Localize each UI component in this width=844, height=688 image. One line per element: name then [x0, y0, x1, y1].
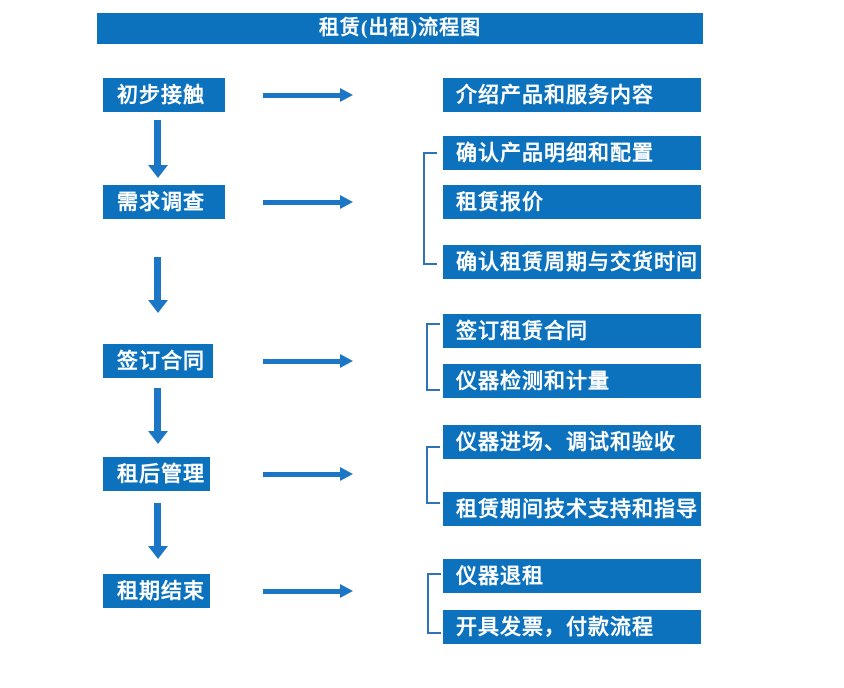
step-box-sign-contract: 签订合同	[103, 344, 213, 378]
right-arrow-shaft	[263, 200, 340, 205]
step-box-post-rental: 租后管理	[103, 457, 210, 491]
detail-box-tech-support: 租赁期间技术支持和指导	[443, 492, 701, 526]
right-arrow-2	[263, 195, 353, 209]
right-arrow-3	[263, 354, 353, 368]
detail-box-instrument-setup: 仪器进场、调试和验收	[443, 425, 701, 459]
detail-box-rental-quote: 租赁报价	[443, 185, 701, 219]
right-arrow-1	[263, 88, 353, 102]
down-arrow-head	[148, 431, 168, 444]
right-arrow-head	[340, 195, 353, 209]
right-arrow-head	[340, 354, 353, 368]
down-arrow-shaft	[154, 120, 161, 166]
bracket-group-3	[426, 323, 440, 391]
down-arrow-shaft	[154, 257, 161, 301]
down-arrow-head	[148, 546, 168, 559]
bracket-group-2	[423, 152, 437, 265]
right-arrow-shaft	[263, 589, 340, 594]
detail-box-intro-products: 介绍产品和服务内容	[443, 78, 701, 112]
right-arrow-head	[340, 584, 353, 598]
step-box-initial-contact: 初步接触	[103, 78, 225, 112]
bracket-group-4	[426, 446, 440, 504]
flowchart-title: 租赁(出租)流程图	[97, 13, 703, 44]
step-box-rental-end: 租期结束	[103, 574, 210, 608]
down-arrow-1	[148, 120, 168, 178]
detail-box-confirm-config: 确认产品明细和配置	[443, 136, 701, 170]
bracket-group-5	[427, 573, 441, 634]
down-arrow-head	[148, 165, 168, 178]
detail-box-instrument-return: 仪器退租	[443, 559, 701, 593]
down-arrow-shaft	[154, 388, 161, 432]
right-arrow-shaft	[263, 472, 340, 477]
right-arrow-head	[340, 88, 353, 102]
down-arrow-4	[148, 503, 168, 559]
right-arrow-4	[263, 467, 353, 481]
down-arrow-3	[148, 388, 168, 444]
step-box-demand-survey: 需求调查	[103, 185, 225, 219]
right-arrow-shaft	[263, 93, 340, 98]
detail-box-instrument-test: 仪器检测和计量	[443, 364, 701, 398]
detail-box-sign-lease: 签订租赁合同	[443, 314, 701, 348]
detail-box-invoice-payment: 开具发票，付款流程	[443, 610, 701, 644]
right-arrow-shaft	[263, 359, 340, 364]
right-arrow-5	[263, 584, 353, 598]
down-arrow-shaft	[154, 503, 161, 547]
down-arrow-2	[148, 257, 168, 313]
right-arrow-head	[340, 467, 353, 481]
detail-box-confirm-period: 确认租赁周期与交货时间	[443, 245, 701, 279]
down-arrow-head	[148, 300, 168, 313]
